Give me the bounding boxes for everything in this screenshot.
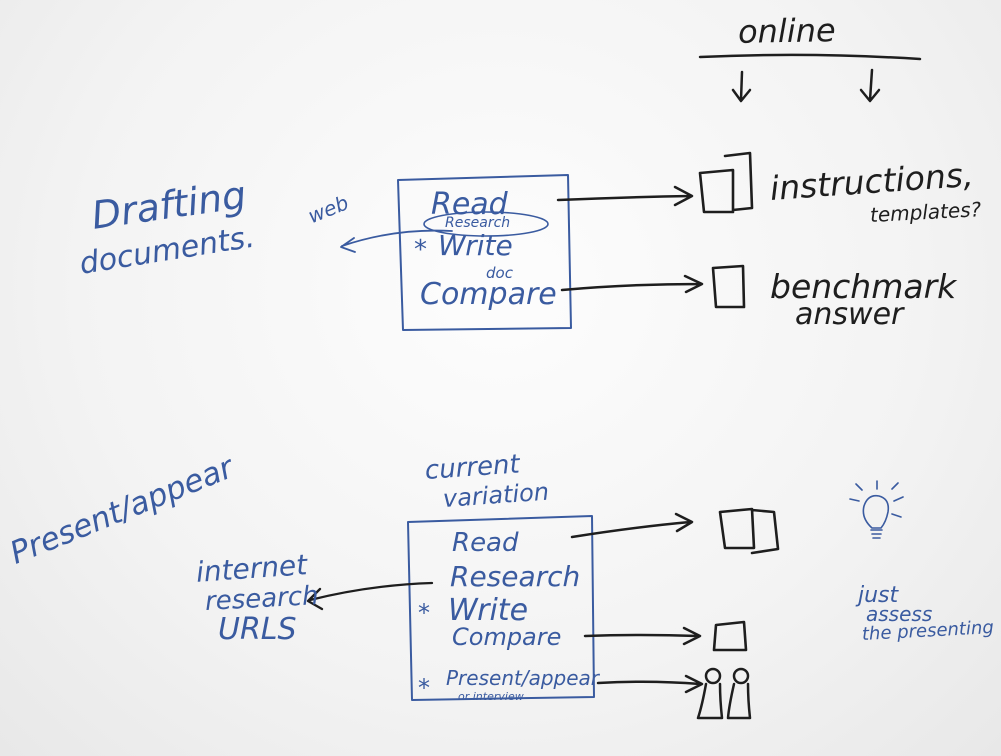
benchmark-label: benchmark (770, 267, 957, 306)
top-box (397, 174, 572, 331)
arrow-to-internet (306, 581, 434, 611)
box-top-research: Research (445, 215, 511, 231)
star-write-bottom: * (418, 599, 430, 627)
web-arrow (340, 229, 453, 253)
templates-label: templates? (869, 197, 982, 227)
box-bottom-research: Research (450, 560, 581, 593)
note-just: just (858, 583, 899, 608)
current-variation-line2: variation (442, 477, 550, 513)
online-bracket-line (698, 53, 922, 61)
star-present-bottom: * (418, 674, 430, 702)
box-top-write: Write (438, 229, 513, 262)
box-bottom-present: Present/appear (446, 666, 599, 690)
box-bottom-interview: or interview (458, 690, 524, 703)
doc-icon-answer-bottom (712, 620, 748, 652)
doc-stack-icon-bottom (718, 507, 780, 555)
lightbulb-icon (849, 480, 904, 539)
box-top-read: Read (431, 187, 508, 222)
arrow-to-people (596, 674, 704, 694)
research-label: research (204, 581, 320, 617)
arrow-to-answer-bottom (583, 626, 702, 646)
bottom-box (407, 515, 595, 701)
online-arrow-left (731, 70, 752, 103)
doc-stack-icon-top (698, 151, 754, 214)
online-label: online (737, 11, 836, 51)
research-circle (423, 211, 549, 237)
current-variation-line1: current (423, 449, 521, 486)
note-assess: assess (866, 602, 933, 626)
doc-icon-benchmark (711, 264, 746, 309)
arrow-to-docs-bottom (570, 512, 694, 539)
online-arrow-right (859, 68, 881, 103)
answer-label: answer (795, 297, 904, 332)
arrow-to-instructions (556, 185, 694, 207)
urls-label: URLS (218, 612, 297, 647)
box-bottom-write: Write (448, 593, 529, 628)
box-top-compare: Compare (420, 277, 557, 312)
box-bottom-read: Read (452, 528, 519, 558)
box-top-doc: doc (486, 264, 513, 282)
box-bottom-compare: Compare (452, 623, 562, 651)
star-write-top: * (414, 235, 427, 265)
people-icon (696, 667, 752, 720)
arrow-to-benchmark (560, 274, 704, 294)
